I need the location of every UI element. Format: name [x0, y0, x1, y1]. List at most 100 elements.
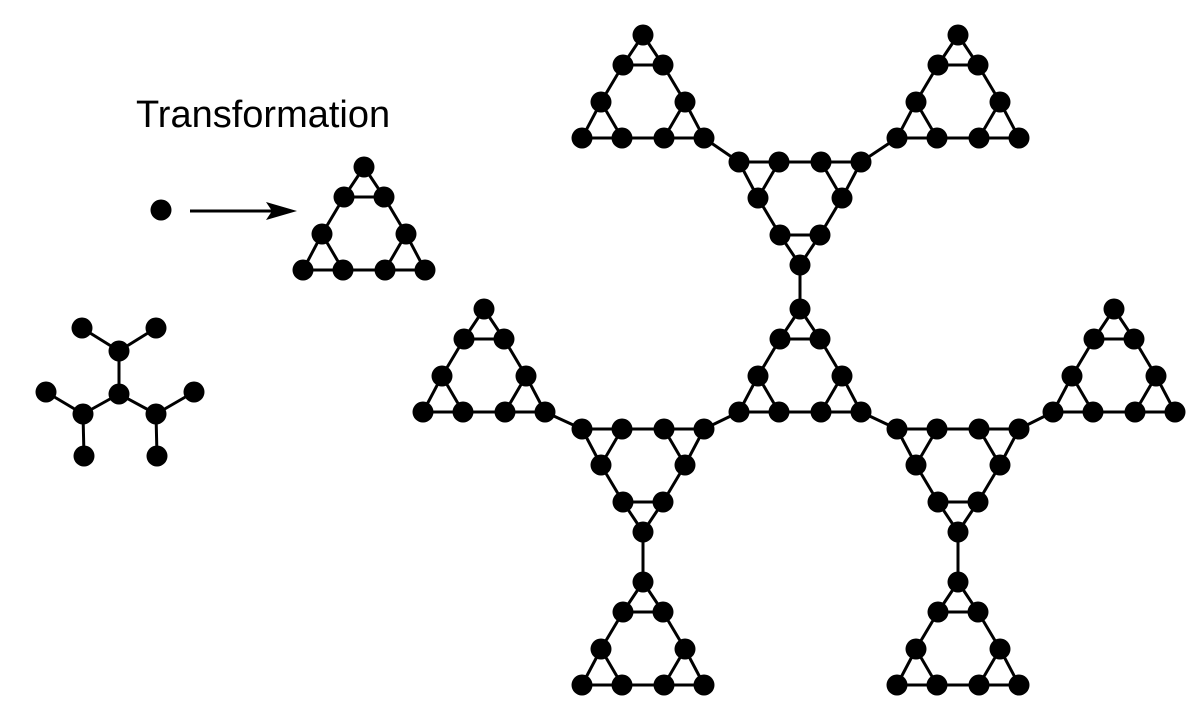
motif-node: [769, 224, 791, 246]
tree-node: [72, 403, 94, 425]
motif-node: [534, 401, 556, 423]
motif-node: [590, 91, 612, 113]
motif-node: [789, 254, 811, 276]
motif-node: [747, 187, 769, 209]
motif-node: [1103, 298, 1125, 320]
motif-node: [989, 454, 1011, 476]
motif-node: [809, 328, 831, 350]
motif-node: [926, 674, 948, 696]
motif-node: [789, 298, 811, 320]
motif-node: [653, 127, 675, 149]
motif-node: [968, 127, 990, 149]
motif-node: [926, 127, 948, 149]
motif-node: [769, 328, 791, 350]
motif-node: [728, 401, 750, 423]
motif-node: [571, 127, 593, 149]
transformation-label: Transformation: [136, 94, 391, 136]
motif-node: [693, 127, 715, 149]
motif-node: [947, 571, 969, 593]
motif-node: [747, 365, 769, 387]
motif-node: [1124, 401, 1146, 423]
motif-node: [1042, 401, 1064, 423]
motif-node: [431, 365, 453, 387]
motif-node: [632, 521, 654, 543]
motif-node: [373, 186, 395, 208]
motif-node: [886, 127, 908, 149]
tree-node: [35, 381, 57, 403]
motif-node: [453, 328, 475, 350]
motif-node: [653, 418, 675, 440]
motif-node: [1164, 401, 1186, 423]
motif-node: [693, 674, 715, 696]
motif-node: [886, 418, 908, 440]
motif-node: [927, 54, 949, 76]
motif-node: [831, 187, 853, 209]
tree-node: [183, 381, 205, 403]
motif-node: [927, 491, 949, 513]
motif-node: [968, 674, 990, 696]
motif-node: [1145, 365, 1167, 387]
motif-node: [611, 127, 633, 149]
transformation-arrow: [190, 202, 297, 220]
motif-node: [927, 601, 949, 623]
motif-node: [1083, 328, 1105, 350]
motif-node: [452, 401, 474, 423]
motif-node: [1082, 401, 1104, 423]
motif-node: [612, 601, 634, 623]
tree-node: [146, 445, 168, 467]
motif-node: [809, 224, 831, 246]
nodes-layer: [35, 24, 1186, 696]
motif-node: [590, 638, 612, 660]
motif-node: [693, 418, 715, 440]
motif-node: [947, 521, 969, 543]
tree-node: [73, 445, 95, 467]
motif-node: [968, 418, 990, 440]
motif-node: [652, 601, 674, 623]
motif-node: [653, 674, 675, 696]
arrow-head-icon: [266, 202, 297, 220]
motif-node: [311, 223, 333, 245]
tree-node: [71, 317, 93, 339]
motif-node: [353, 156, 375, 178]
motif-node: [652, 54, 674, 76]
motif-node: [652, 491, 674, 513]
motif-node: [926, 418, 948, 440]
motif-node: [332, 259, 354, 281]
motif-node: [632, 571, 654, 593]
motif-node: [674, 91, 696, 113]
motif-node: [831, 365, 853, 387]
motif-node: [571, 674, 593, 696]
motif-node: [1008, 674, 1030, 696]
motif-node: [989, 91, 1011, 113]
motif-node: [611, 674, 633, 696]
motif-node: [947, 24, 969, 46]
motif-node: [473, 298, 495, 320]
motif-node: [768, 401, 790, 423]
motif-node: [886, 674, 908, 696]
motif-node: [612, 54, 634, 76]
motif-node: [850, 401, 872, 423]
motif-node: [905, 638, 927, 660]
motif-node: [1061, 365, 1083, 387]
single-vertex: [150, 199, 172, 221]
motif-node: [674, 638, 696, 660]
motif-node: [632, 24, 654, 46]
motif-node: [989, 638, 1011, 660]
tree-node: [145, 317, 167, 339]
motif-node: [905, 454, 927, 476]
motif-node: [494, 401, 516, 423]
motif-node: [412, 401, 434, 423]
motif-node: [967, 54, 989, 76]
motif-node: [292, 259, 314, 281]
motif-node: [374, 259, 396, 281]
motif-node: [571, 418, 593, 440]
motif-node: [810, 151, 832, 173]
motif-node: [810, 401, 832, 423]
tree-node: [108, 383, 130, 405]
motif-node: [612, 491, 634, 513]
motif-node: [395, 223, 417, 245]
motif-node: [967, 491, 989, 513]
motif-node: [414, 259, 436, 281]
